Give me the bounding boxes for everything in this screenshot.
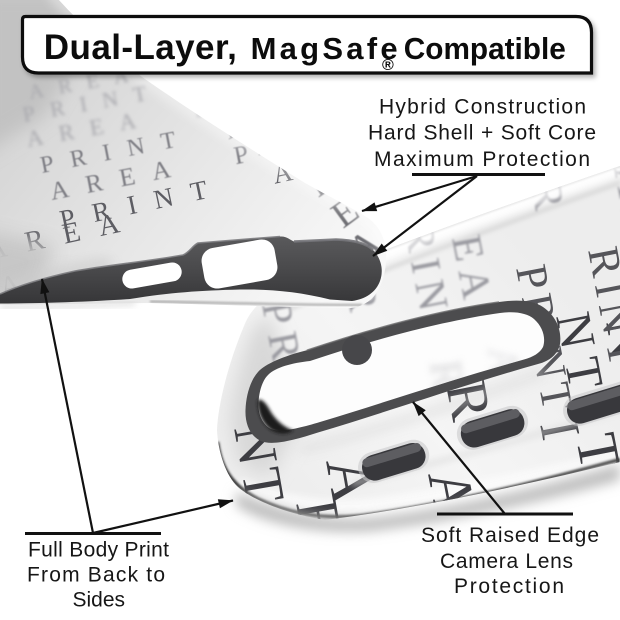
svg-text:Protection: Protection (454, 575, 564, 598)
svg-text:Hard Shell + Soft Core: Hard Shell + Soft Core (368, 122, 596, 145)
svg-text:Camera Lens: Camera Lens (440, 550, 573, 573)
svg-text:Soft Raised Edge: Soft Raised Edge (421, 524, 599, 547)
svg-text:Sides: Sides (73, 589, 126, 612)
svg-text:From Back to: From Back to (27, 564, 165, 587)
svg-text:Dual-Layer,: Dual-Layer, (44, 28, 237, 67)
svg-text:Compatible: Compatible (404, 31, 566, 66)
svg-text:Maximum Protection: Maximum Protection (374, 148, 590, 171)
svg-text:Full Body Print: Full Body Print (28, 539, 169, 562)
svg-text:®: ® (382, 57, 394, 74)
svg-text:MagSafe: MagSafe (251, 31, 398, 66)
